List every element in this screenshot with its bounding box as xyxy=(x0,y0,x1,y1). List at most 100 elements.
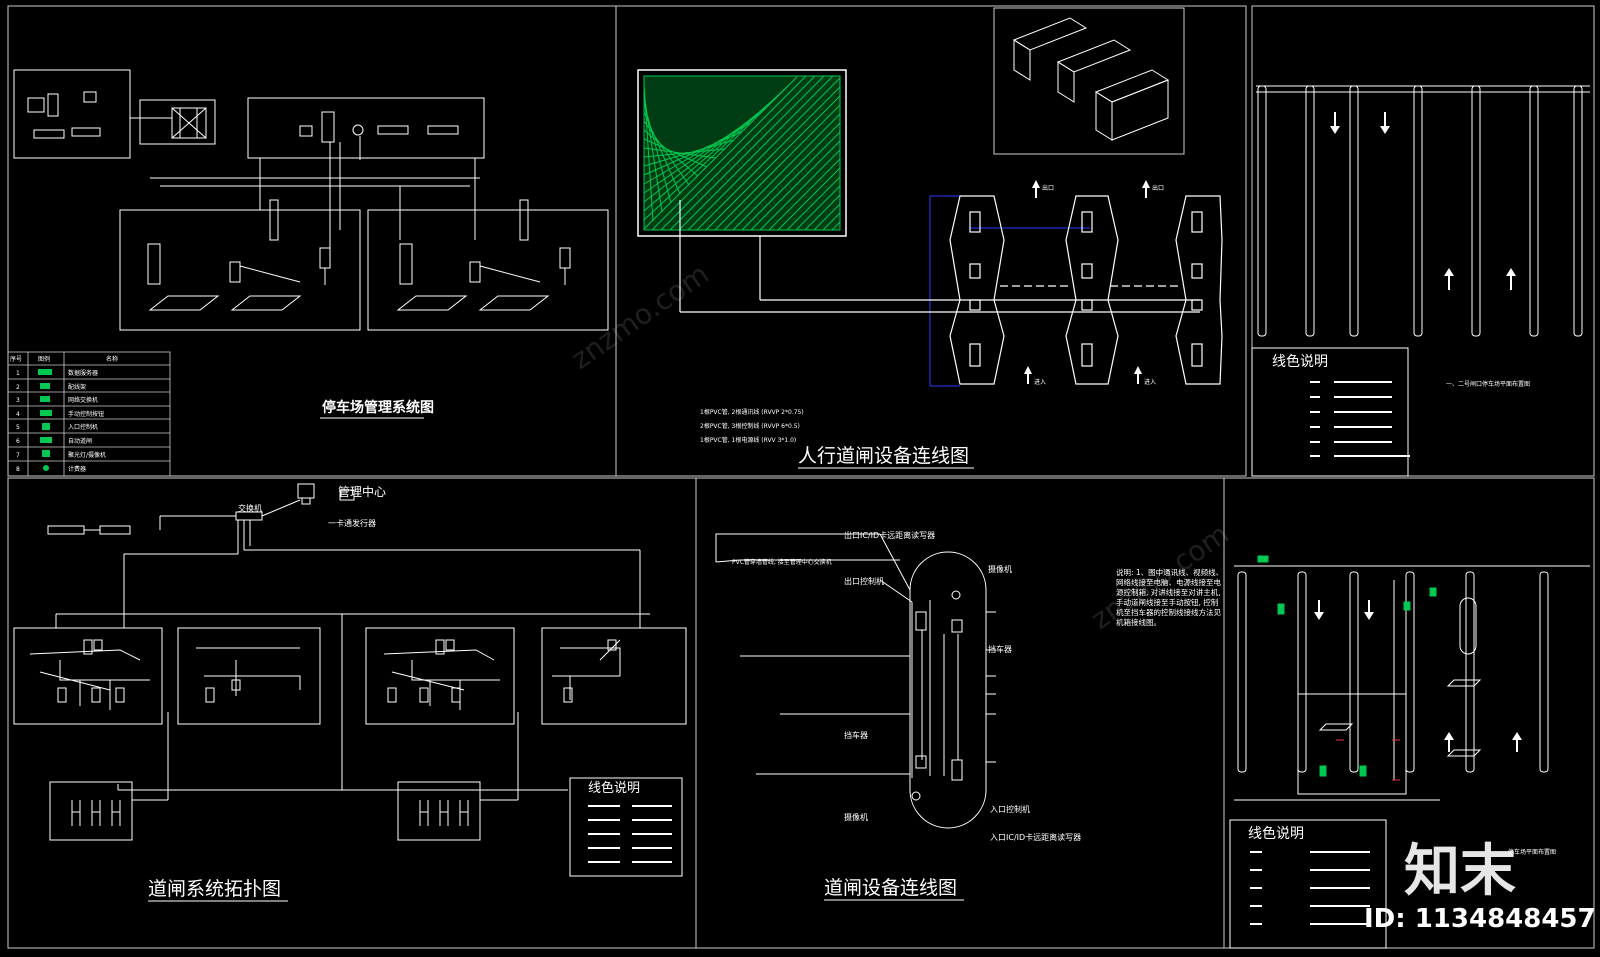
hatch-line xyxy=(795,185,841,231)
hatch-line xyxy=(660,75,816,231)
hatch-line xyxy=(643,76,798,230)
wiring-diagram xyxy=(715,533,996,829)
legend-header-symbol: 图例 xyxy=(38,355,50,363)
camera-label: 摄像机 xyxy=(988,564,1012,574)
id-watermark: ID: 1134848457 xyxy=(1364,904,1596,934)
panel-frame-topology xyxy=(7,477,697,949)
layout-top-title: 一、二号闸口停车场平面布置图 xyxy=(1446,380,1530,388)
hatch-line xyxy=(741,131,841,231)
legend-symbols xyxy=(38,369,52,471)
hatch-line xyxy=(732,122,841,231)
svg-text:7: 7 xyxy=(16,452,20,459)
panel-frame-parking xyxy=(7,5,617,477)
wiring-note: 说明: 1、图中通讯线、视频线、网络线接至电脑、电源线接至电源控制箱, 对讲线接… xyxy=(1116,568,1223,627)
svg-text:网络交换机: 网络交换机 xyxy=(68,396,98,404)
entry-label: 进入 xyxy=(1144,378,1156,386)
line-legend-top xyxy=(1310,381,1410,457)
hatch-line xyxy=(723,113,841,231)
layout-bottom-red xyxy=(1336,739,1400,781)
topology-nodes xyxy=(29,639,621,710)
line-legend-title-bottom: 线色说明 xyxy=(1248,825,1304,842)
hatch-line xyxy=(678,75,834,231)
exit-label: 出口 xyxy=(1042,184,1054,192)
hatch-line xyxy=(643,111,681,195)
svg-text:4: 4 xyxy=(16,411,20,418)
hatch-line xyxy=(643,85,789,221)
svg-text:计费器: 计费器 xyxy=(68,465,86,473)
entry-label: 进入 xyxy=(1034,378,1046,386)
hatch-line xyxy=(759,149,841,231)
pipe-label: PVC管穿墙管线, 接至管理中心交换机 xyxy=(732,558,832,566)
hatch-line xyxy=(669,75,825,231)
hatch-line xyxy=(643,148,726,158)
layout-bottom-diagram xyxy=(1229,565,1590,949)
panel-frame-pedestrian xyxy=(615,5,1247,477)
exit-ctrl-label: 出口控制机 xyxy=(844,576,884,586)
hatch-line xyxy=(750,140,841,231)
topology-diagram xyxy=(13,483,687,877)
svg-text:2: 2 xyxy=(16,384,20,391)
svg-text:3: 3 xyxy=(16,397,20,404)
layout-bottom-green xyxy=(1257,555,1437,777)
svg-text:6: 6 xyxy=(16,438,20,445)
stopper-label-left: 挡车器 xyxy=(844,730,868,740)
hatch-line xyxy=(643,102,672,204)
svg-text:聚光灯/摄像机: 聚光灯/摄像机 xyxy=(68,451,106,459)
layout-bottom-title: 停车场平面布置图 xyxy=(1508,848,1556,856)
ped-note-3: 1根PVC管, 1根电源线 (RVV 3*1.0) xyxy=(700,436,796,444)
hatch-line xyxy=(777,167,841,231)
parking-diagram xyxy=(13,69,609,331)
hatch-line xyxy=(696,86,841,231)
exit-label: 出口 xyxy=(1152,184,1164,192)
line-legend-title-top: 线色说明 xyxy=(1272,353,1328,370)
layout-top-diagram xyxy=(1251,85,1590,477)
topology-title: 道闸系统拓扑图 xyxy=(148,878,281,900)
pedestrian-title: 人行道闸设备连线图 xyxy=(798,445,969,467)
legend-header-name: 名称 xyxy=(106,355,118,363)
entry-reader-label: 入口IC/ID卡远距离读写器 xyxy=(990,832,1081,842)
wiring-title: 道闸设备连线图 xyxy=(824,877,957,899)
hatch-line xyxy=(643,94,780,212)
management-center-label: 管理中心 xyxy=(338,484,386,499)
panel-frame-layout-bottom xyxy=(1223,477,1595,949)
ped-note-1: 1根PVC管, 2根通讯线 (RVVP 2*0.75) xyxy=(700,408,804,416)
hatch-line xyxy=(822,212,841,231)
svg-text:1: 1 xyxy=(16,370,20,377)
hatch-line xyxy=(813,203,841,231)
camera-label-left: 摄像机 xyxy=(844,812,868,822)
hatch-line xyxy=(804,194,841,231)
pedestrian-diagram: 出口 出口 进入 进入 1根PVC管, 2根通讯线 (RVVP 2*0.75) … xyxy=(637,7,1223,444)
legend-table xyxy=(7,351,171,477)
switch-label: 交换机 xyxy=(238,503,262,513)
svg-text:8: 8 xyxy=(16,466,20,473)
svg-text:配线架: 配线架 xyxy=(68,383,86,391)
hatch-line xyxy=(643,129,699,177)
brand-watermark: 知末 xyxy=(1404,839,1516,904)
parking-title: 停车场管理系统图 xyxy=(322,399,434,416)
panel-frame-wiring xyxy=(695,477,1225,949)
hatch-line xyxy=(643,139,735,167)
card-issuer-label: 一卡通发行器 xyxy=(328,518,376,528)
line-legend-title-topology: 线色说明 xyxy=(588,780,640,796)
ped-note-2: 2根PVC管, 3根控制线 (RVVP 6*0.5) xyxy=(700,422,800,430)
svg-text:自动道闸: 自动道闸 xyxy=(68,437,92,445)
hatch-line xyxy=(687,77,841,231)
hatch-line xyxy=(643,120,690,186)
hatch-line xyxy=(705,95,841,231)
hatch-lines xyxy=(643,75,841,231)
hatch-line xyxy=(643,138,708,168)
line-legend-topology xyxy=(588,805,672,863)
svg-text:入口控制机: 入口控制机 xyxy=(68,423,98,431)
panel-frame-layout-top xyxy=(1251,5,1595,477)
svg-text:5: 5 xyxy=(16,424,20,431)
line-legend-bottom xyxy=(1250,851,1370,925)
entry-ctrl-label: 入口控制机 xyxy=(990,804,1030,814)
svg-text:手动控制按钮: 手动控制按钮 xyxy=(68,410,104,418)
exit-reader-label: 出口IC/ID卡远距离读写器 xyxy=(844,530,935,540)
hatch-line xyxy=(768,158,841,231)
svg-text:数据服务器: 数据服务器 xyxy=(68,369,98,377)
legend-header-no: 序号 xyxy=(10,355,22,363)
hatch-line xyxy=(786,176,841,231)
